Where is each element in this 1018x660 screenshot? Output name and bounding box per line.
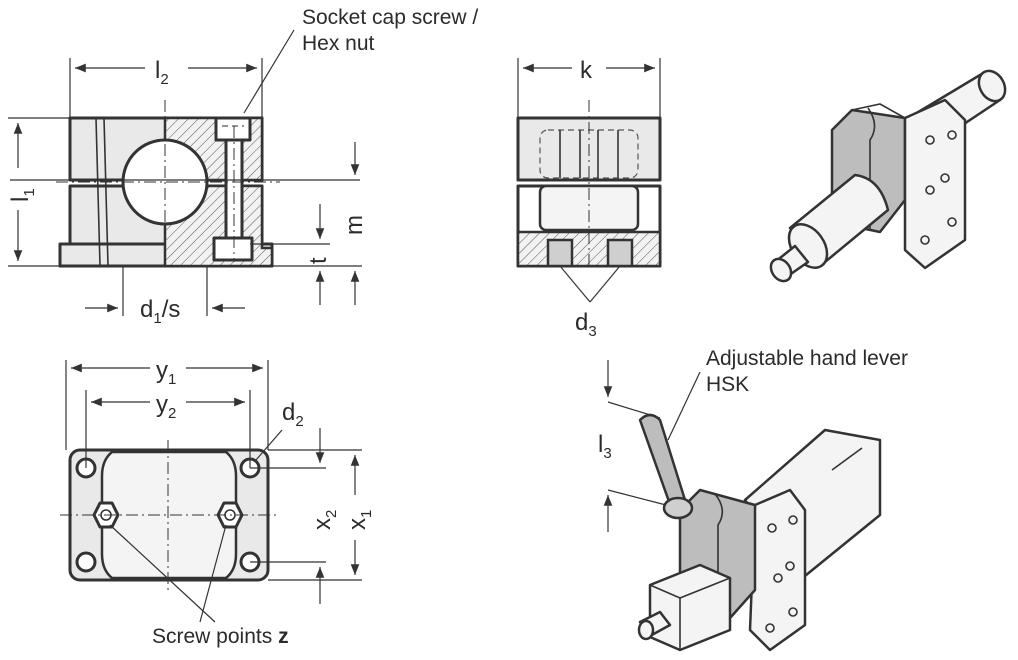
dim-d3: d3	[575, 309, 597, 340]
isometric-clamp-round	[769, 69, 1007, 283]
side-section-view: k d3	[516, 57, 662, 340]
dim-l3: l3	[598, 431, 612, 462]
side-screw-left	[546, 238, 574, 268]
dim-y2: y2	[156, 391, 176, 422]
top-view: y1 y2 d2 x2 x1 Screw points z	[60, 357, 375, 648]
adjustable-hand-lever	[638, 413, 687, 512]
iso1-flange-plate	[903, 98, 967, 270]
dim-d2: d2	[282, 399, 304, 430]
isometric-clamp-square: l3 Adjustable hand lever HSK	[598, 347, 908, 652]
dim-y1: y1	[156, 357, 176, 388]
front-section-view: l2 l1 m t d1/s Socket cap screw / Hex nu…	[7, 6, 478, 327]
dim-m: m	[341, 215, 368, 235]
label-hex-nut: Hex nut	[302, 32, 375, 55]
label-hsk: HSK	[706, 373, 749, 396]
dim-k: k	[580, 57, 593, 84]
side-screw-right	[606, 238, 634, 268]
mount-hole-bl	[75, 551, 97, 573]
dim-d1s: d1/s	[140, 296, 180, 327]
dim-t: t	[305, 257, 332, 264]
iso2-flange-plate	[748, 488, 807, 652]
iso2-square-rod	[648, 563, 732, 652]
label-screw-points: Screw points z	[152, 625, 289, 648]
label-socket-cap-screw: Socket cap screw /	[302, 6, 478, 29]
dim-x2: x2	[309, 510, 340, 530]
dim-x1: x1	[344, 510, 375, 530]
hex-nut	[212, 236, 254, 262]
label-adjustable-hand-lever: Adjustable hand lever	[706, 347, 908, 370]
screw-head	[214, 116, 252, 142]
dim-l2: l2	[155, 57, 169, 88]
dim-l1: l1	[7, 188, 38, 202]
